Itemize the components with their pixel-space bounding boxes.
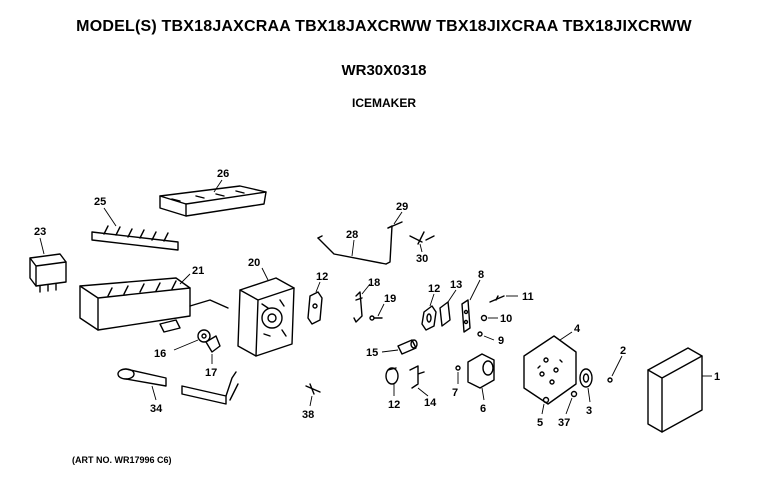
callout-16: 16 — [154, 348, 166, 360]
leader-12b — [429, 293, 435, 307]
part-7-screw — [455, 365, 461, 371]
callout-5: 5 — [537, 417, 543, 429]
callout-10: 10 — [500, 313, 512, 325]
leader-15 — [381, 349, 399, 353]
callout-29: 29 — [396, 201, 408, 213]
part-11-screw — [489, 295, 505, 303]
leader-21 — [179, 273, 191, 285]
part-3-gear — [579, 368, 593, 388]
callout-17: 17 — [205, 367, 217, 379]
callout-3: 3 — [586, 405, 592, 417]
part-6-motor — [467, 353, 495, 389]
art-number: (ART NO. WR17996 C6) — [72, 455, 172, 465]
callout-23: 23 — [34, 226, 46, 238]
callout-26: 26 — [217, 168, 229, 180]
part-23-module — [29, 253, 67, 293]
part-1-cover — [647, 347, 703, 433]
part-4-mounting-plate — [523, 335, 577, 405]
leader-4 — [559, 331, 573, 341]
part-25-ejector — [91, 225, 179, 251]
callout-25: 25 — [94, 196, 106, 208]
part-number: WR30X0318 — [341, 62, 427, 79]
callout-2: 2 — [620, 345, 626, 357]
callout-6: 6 — [480, 403, 486, 415]
leader-30 — [419, 243, 423, 253]
callout-15: 15 — [366, 347, 378, 359]
part-12-clip-b — [421, 305, 437, 331]
callout-19: 19 — [384, 293, 396, 305]
model-numbers-title: MODEL(S) TBX18JAXCRAA TBX18JAXCRWW TBX18… — [76, 18, 692, 35]
part-30-screw — [409, 231, 435, 245]
part-34-fill-tube — [117, 368, 167, 387]
leader-29 — [393, 211, 403, 225]
leader-5 — [541, 403, 545, 415]
part-9-screw — [477, 331, 483, 337]
section-title: ICEMAKER — [351, 96, 416, 110]
callout-4: 4 — [574, 323, 581, 335]
leader-37 — [565, 397, 573, 415]
callout-12b: 12 — [428, 283, 440, 295]
part-17-clip — [205, 335, 221, 353]
part-15-valve — [397, 339, 418, 355]
callout-13: 13 — [450, 279, 462, 291]
callout-11: 11 — [522, 291, 534, 303]
wire-harness — [181, 371, 239, 405]
leader-25 — [103, 207, 117, 227]
leader-9 — [483, 335, 495, 341]
part-21-mold — [79, 277, 229, 333]
callout-1: 1 — [714, 371, 720, 383]
callout-34: 34 — [150, 403, 163, 415]
leader-28 — [351, 239, 355, 257]
callout-38: 38 — [302, 409, 314, 421]
part-13-clip — [439, 301, 451, 327]
part-38-clip — [305, 383, 321, 395]
leader-38 — [309, 395, 313, 407]
part-29-bracket — [385, 221, 403, 265]
leader-19 — [377, 303, 385, 317]
callout-28: 28 — [346, 229, 358, 241]
leader-3 — [587, 387, 591, 403]
part-12-clip-c — [385, 367, 399, 385]
part-16-thermostat — [197, 329, 211, 343]
part-5-screw — [542, 396, 550, 404]
leader-6 — [481, 387, 485, 401]
leader-23 — [39, 237, 45, 255]
part-2-screw — [607, 377, 613, 383]
leader-34 — [151, 385, 157, 401]
callout-20: 20 — [248, 257, 260, 269]
part-14-bracket — [409, 365, 425, 389]
callout-21: 21 — [192, 265, 204, 277]
callout-12c: 12 — [388, 399, 400, 411]
callout-8: 8 — [478, 269, 484, 281]
callout-9: 9 — [498, 335, 504, 347]
part-8-switch-plate — [461, 299, 471, 333]
part-18-lever — [353, 291, 363, 323]
leader-18 — [361, 283, 371, 295]
leader-8 — [469, 279, 481, 301]
part-19-screw — [369, 315, 383, 321]
callout-18: 18 — [368, 277, 380, 289]
callout-37: 37 — [558, 417, 570, 429]
leader-16 — [173, 339, 199, 351]
callout-30: 30 — [416, 253, 428, 265]
part-10-nut — [480, 314, 488, 322]
leader-2 — [611, 355, 623, 377]
leader-26 — [213, 179, 223, 193]
callout-7: 7 — [452, 387, 458, 399]
leader-13 — [447, 289, 457, 303]
part-26-cover — [159, 185, 267, 217]
part-37-screw — [570, 390, 578, 398]
callout-14: 14 — [424, 397, 437, 409]
leader-14 — [417, 387, 429, 397]
part-28-shutoff-arm — [317, 235, 387, 265]
leader-12a — [315, 281, 321, 293]
callout-12a: 12 — [316, 271, 328, 283]
diagram-header: MODEL(S) TBX18JAXCRAA TBX18JAXCRWW TBX18… — [0, 0, 768, 120]
part-12-clip-a — [307, 291, 323, 325]
part-20-housing — [237, 277, 295, 357]
leader-20 — [261, 267, 269, 281]
